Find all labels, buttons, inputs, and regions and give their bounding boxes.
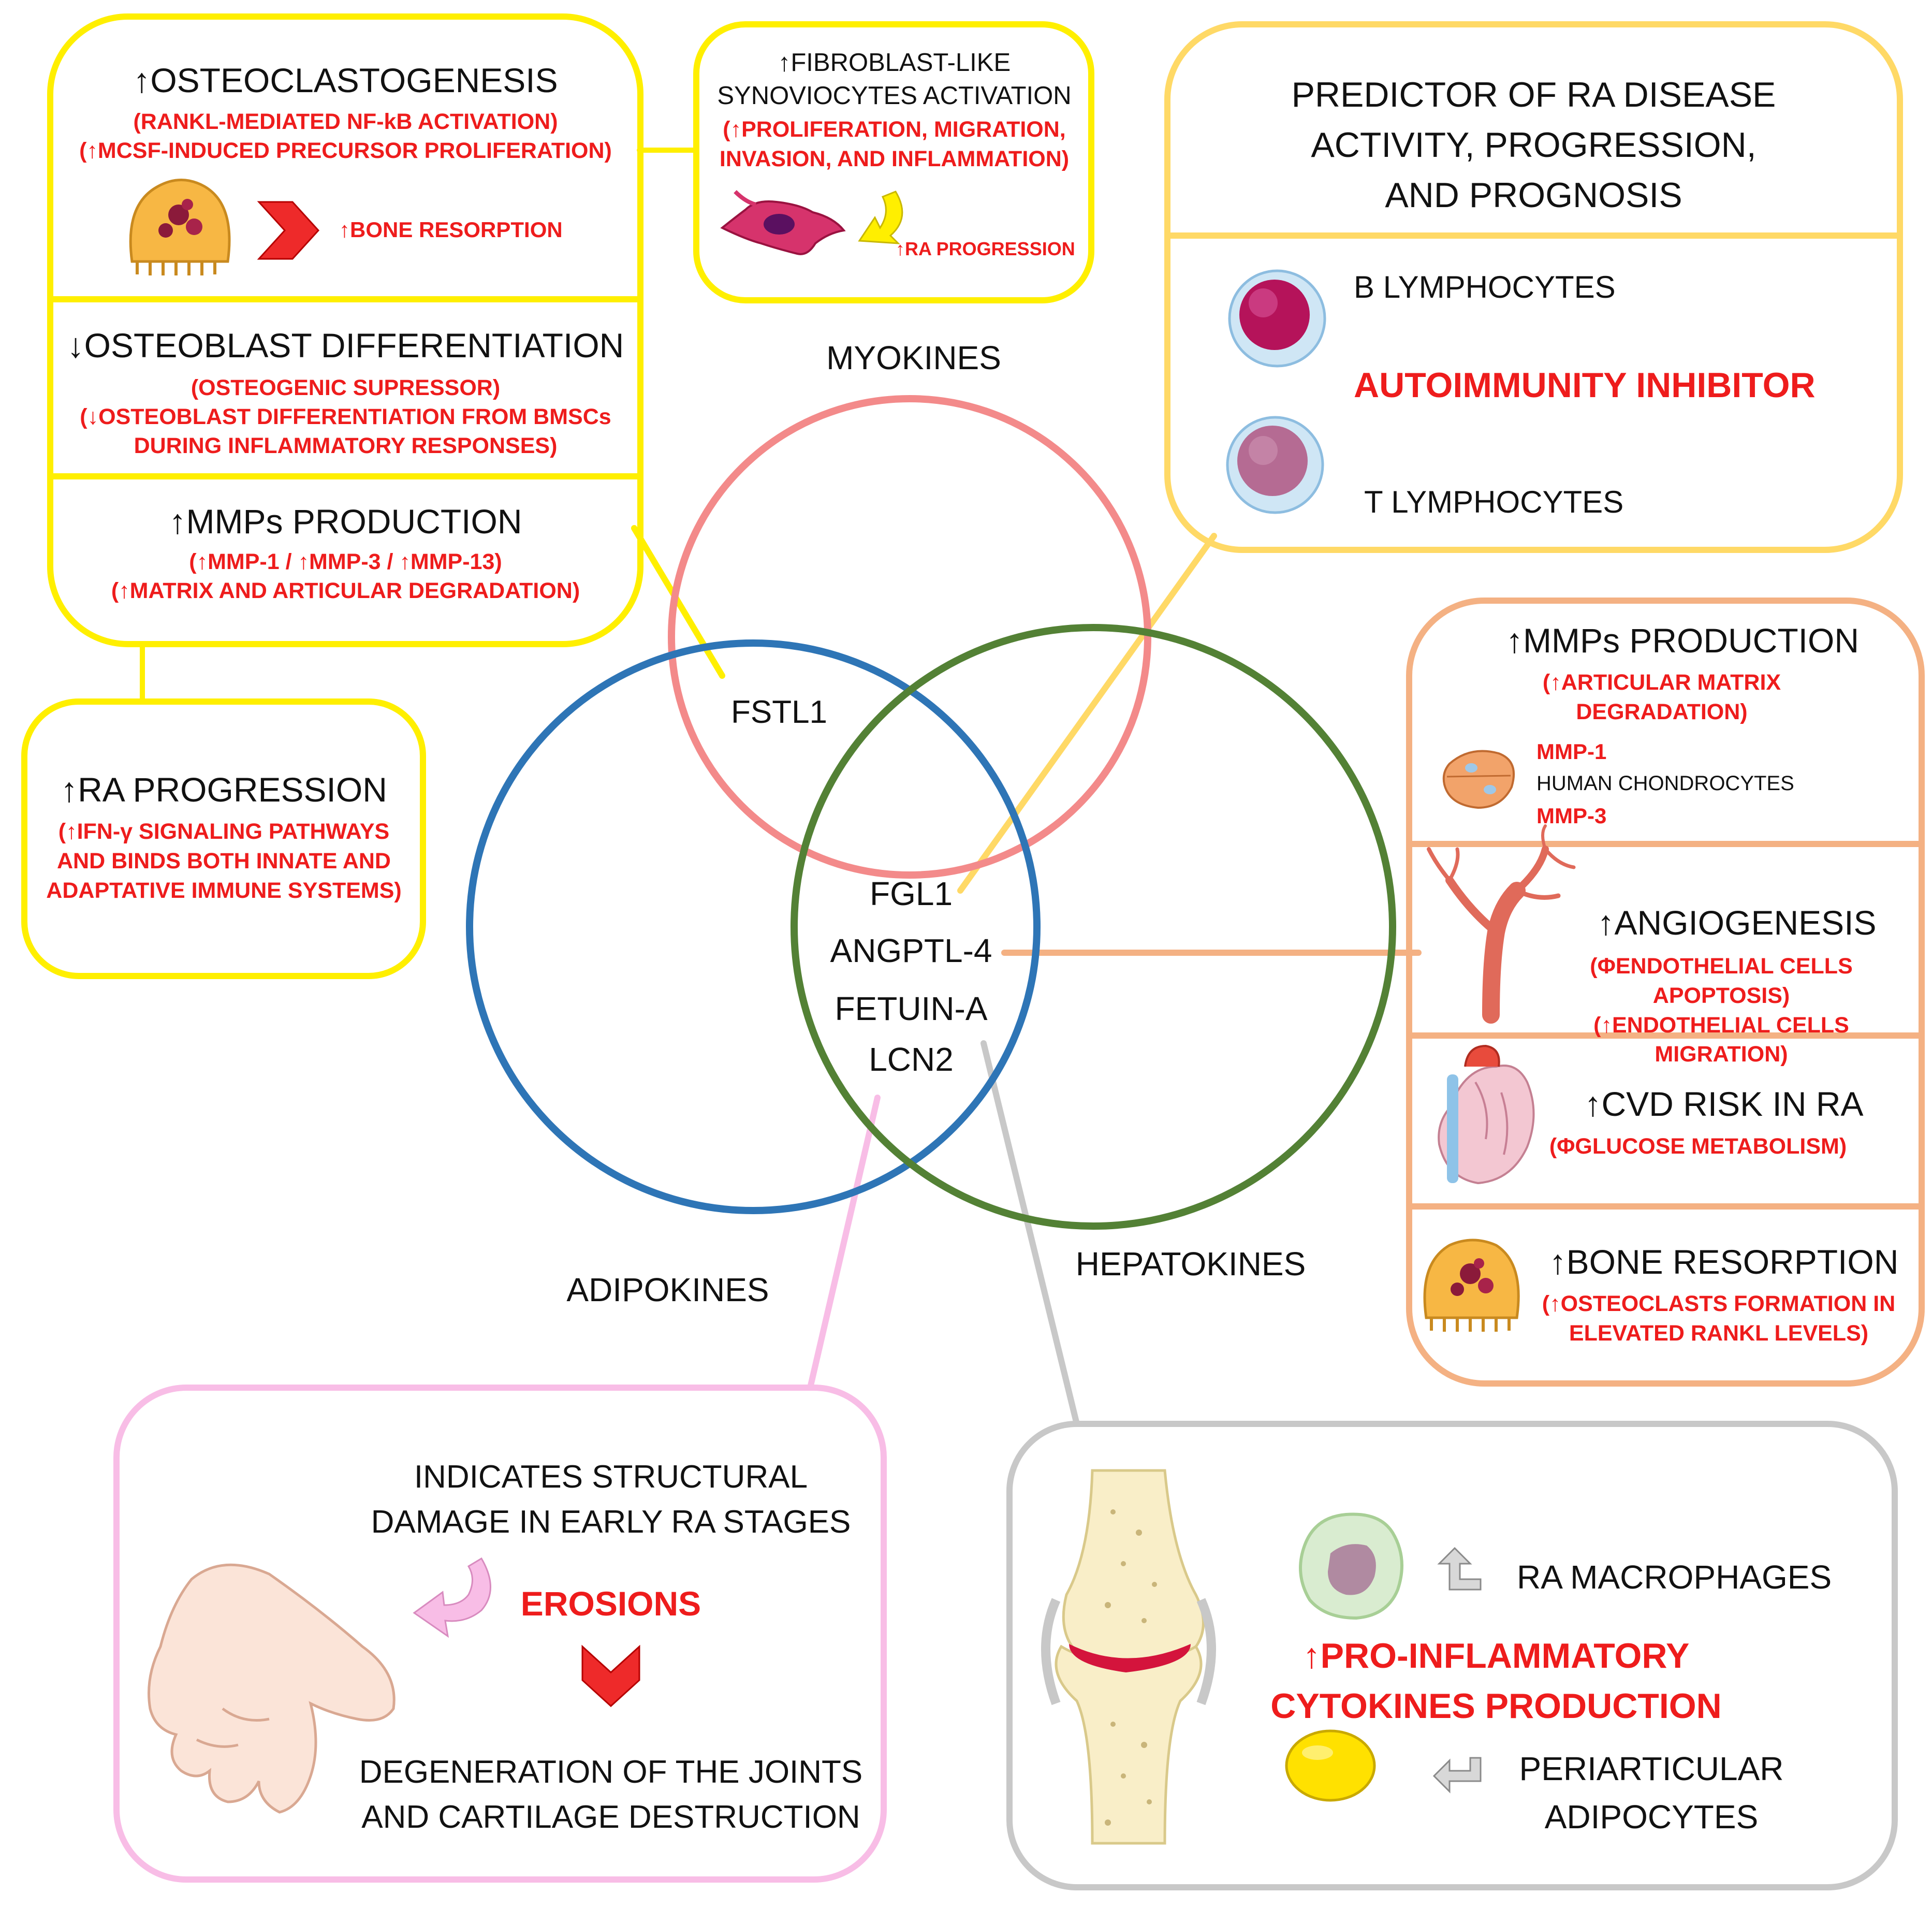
right-box-frame bbox=[1406, 598, 1925, 1387]
bone-resorption-result: ↑BONE RESORPTION bbox=[339, 217, 563, 242]
center-item-fetuin-a: FETUIN-A bbox=[835, 990, 988, 1027]
grey-return-arrow-bottom-icon bbox=[1432, 1757, 1482, 1794]
osteoclastogenesis-title: ↑OSTEOCLASTOGENESIS bbox=[133, 61, 558, 99]
fibroblast-icon bbox=[720, 190, 846, 255]
human-chondrocytes-label: HUMAN CHONDROCYTES bbox=[1536, 772, 1794, 795]
connector-fstl1-to-left-box bbox=[631, 525, 725, 679]
center-item-fgl1: FGL1 bbox=[869, 875, 953, 912]
predictor-title: PREDICTOR OF RA DISEASE ACTIVITY, PROGRE… bbox=[1291, 75, 1776, 215]
cvd-risk-title: ↑CVD RISK IN RA bbox=[1584, 1085, 1864, 1123]
right-mmps-title: ↑MMPs PRODUCTION bbox=[1506, 621, 1859, 660]
adipokines-label: ADIPOKINES bbox=[566, 1271, 769, 1308]
ra-progression-detail: (↑IFN-γ SIGNALING PATHWAYS AND BINDS BOT… bbox=[46, 819, 402, 903]
chevron-down-icon bbox=[581, 1644, 640, 1708]
connector-fgl1-to-predictor bbox=[957, 533, 1217, 894]
connector-fetuin-to-grey-box bbox=[980, 1040, 1080, 1427]
hepatokines-circle bbox=[791, 624, 1396, 1230]
fibroblast-detail: (↑PROLIFERATION, MIGRATION, INVASION, AN… bbox=[719, 117, 1070, 171]
ra-macrophages-label: RA MACROPHAGES bbox=[1517, 1559, 1832, 1596]
ra-progression-frame bbox=[21, 698, 426, 979]
grey-return-arrow-top-icon bbox=[1437, 1547, 1482, 1591]
osteoblast-detail: (OSTEOGENIC SUPRESSOR) (↓OSTEOBLAST DIFF… bbox=[80, 375, 611, 458]
t-lymphocyte-icon bbox=[1226, 416, 1324, 514]
left-mmps-detail: (↑MMP-1 / ↑MMP-3 / ↑MMP-13) (↑MATRIX AND… bbox=[111, 549, 580, 603]
left-box-frame bbox=[47, 13, 643, 647]
chondrocyte-icon bbox=[1442, 750, 1515, 809]
b-lymphocytes-label: B LYMPHOCYTES bbox=[1354, 270, 1616, 304]
autoimmunity-inhibitor-label: AUTOIMMUNITY INHIBITOR bbox=[1354, 366, 1816, 405]
grey-box-frame bbox=[1006, 1421, 1898, 1890]
right-bone-resorption-detail: (↑OSTEOCLASTS FORMATION IN ELEVATED RANK… bbox=[1542, 1291, 1896, 1346]
blood-vessel-icon bbox=[1427, 824, 1576, 1024]
osteoblast-title: ↓OSTEOBLAST DIFFERENTIATION bbox=[67, 326, 624, 365]
osteoclast-icon-right bbox=[1423, 1239, 1520, 1332]
center-item-angptl4: ANGPTL-4 bbox=[830, 932, 992, 969]
adipocyte-icon bbox=[1285, 1729, 1376, 1802]
adipokines-circle bbox=[466, 639, 1041, 1214]
hand-icon bbox=[148, 1563, 396, 1814]
joint-icon bbox=[1041, 1469, 1216, 1845]
myokines-circle bbox=[668, 395, 1151, 879]
pro-inflammatory-cytokines-label: ↑PRO-INFLAMMATORY CYTOKINES PRODUCTION bbox=[1270, 1636, 1722, 1726]
angiogenesis-detail: (ΦENDOTHELIAL CELLS APOPTOSIS) (↑ENDOTHE… bbox=[1590, 954, 1853, 1067]
cvd-risk-detail: (ΦGLUCOSE METABOLISM) bbox=[1549, 1134, 1847, 1159]
ra-progression-title: ↑RA PROGRESSION bbox=[61, 770, 387, 809]
erosions-label: EROSIONS bbox=[520, 1584, 701, 1623]
mmp-1-label: MMP-1 bbox=[1536, 739, 1607, 764]
center-item-lcn2: LCN2 bbox=[869, 1041, 954, 1078]
curved-arrow-icon bbox=[858, 191, 903, 244]
fstl1-label: FSTL1 bbox=[730, 694, 828, 730]
predictor-frame bbox=[1164, 21, 1903, 553]
angiogenesis-title: ↑ANGIOGENESIS bbox=[1597, 904, 1877, 942]
myokines-label: MYOKINES bbox=[826, 339, 1001, 376]
b-lymphocyte-icon bbox=[1228, 269, 1326, 368]
right-mmps-detail: (↑ARTICULAR MATRIX DEGRADATION) bbox=[1542, 670, 1781, 724]
pink-box-frame bbox=[113, 1385, 887, 1883]
chevron-right-icon bbox=[257, 201, 320, 260]
fibroblast-result: ↑RA PROGRESSION bbox=[896, 238, 1075, 259]
t-lymphocytes-label: T LYMPHOCYTES bbox=[1364, 485, 1624, 519]
periarticular-adipocytes-label: PERIARTICULAR ADIPOCYTES bbox=[1519, 1750, 1784, 1836]
osteoclastogenesis-detail: (RANKL-MEDIATED NF-kB ACTIVATION) (↑MCSF… bbox=[79, 109, 612, 163]
right-bone-resorption-title: ↑BONE RESORPTION bbox=[1549, 1243, 1899, 1281]
osteoclast-icon bbox=[129, 179, 231, 275]
left-mmps-title: ↑MMPs PRODUCTION bbox=[169, 502, 522, 541]
macrophage-icon bbox=[1299, 1512, 1403, 1620]
heart-icon bbox=[1438, 1044, 1535, 1185]
structural-damage-text: INDICATES STRUCTURAL DAMAGE IN EARLY RA … bbox=[371, 1459, 851, 1540]
connector-lcn2-to-pink-box bbox=[807, 1095, 881, 1391]
joint-degeneration-text: DEGENERATION OF THE JOINTS AND CARTILAGE… bbox=[359, 1754, 863, 1835]
hepatokines-label: HEPATOKINES bbox=[1075, 1245, 1306, 1283]
fibroblast-title: ↑FIBROBLAST-LIKE SYNOVIOCYTES ACTIVATION bbox=[717, 49, 1072, 110]
mmp-3-label: MMP-3 bbox=[1536, 804, 1607, 828]
pink-curved-arrow-icon bbox=[413, 1557, 491, 1638]
fibroblast-frame bbox=[693, 21, 1094, 303]
